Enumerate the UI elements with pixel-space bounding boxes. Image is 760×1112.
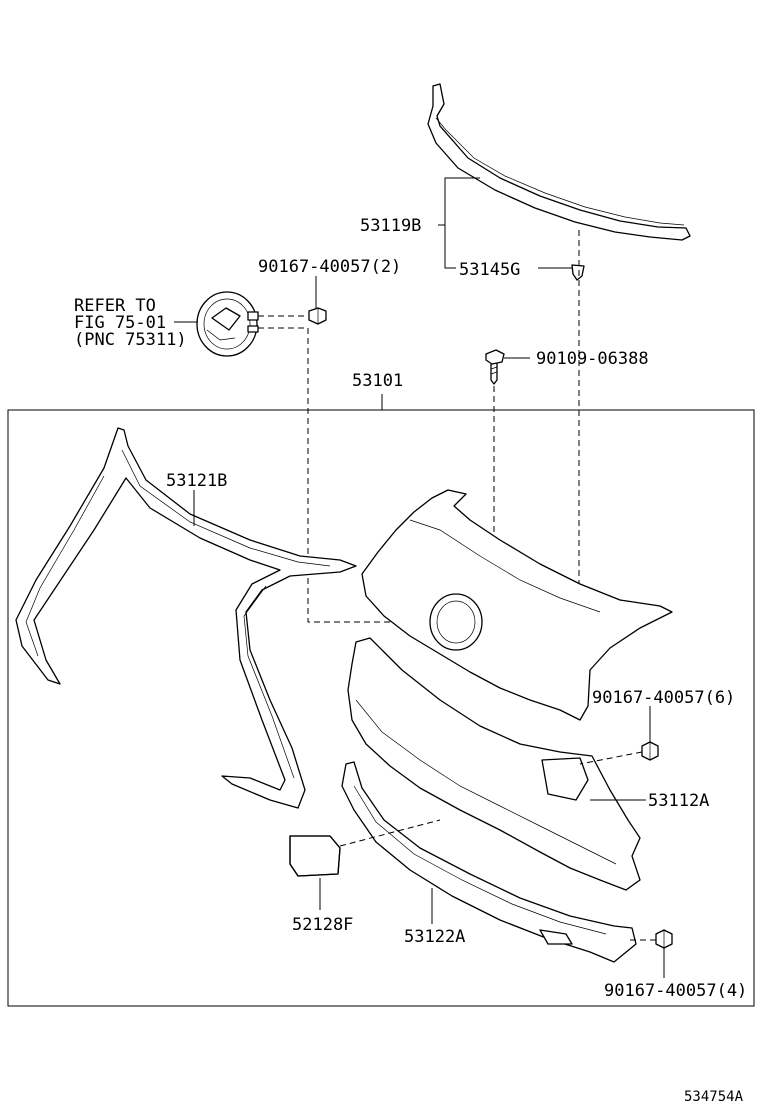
- leader-53119b: [438, 177, 480, 226]
- label-refer-line3: (PNC 75311): [74, 330, 187, 350]
- upper-molding-part: [427, 83, 691, 241]
- label-53145g: 53145G: [459, 260, 520, 280]
- label-refer-line1: REFER TO: [74, 296, 156, 316]
- label-53122a: 53122A: [404, 927, 465, 947]
- label-53112a: 53112A: [648, 791, 709, 811]
- side-molding-part: [15, 427, 357, 809]
- nut-part-4: [655, 929, 673, 949]
- clip-part: [571, 264, 585, 281]
- bolt-part: [485, 349, 505, 385]
- lower-molding-part: [341, 761, 637, 963]
- label-52128f: 52128F: [292, 915, 353, 935]
- nut-part-6: [641, 741, 659, 761]
- label-90167-6: 90167-40057(6): [592, 688, 735, 708]
- label-90167-4: 90167-40057(4): [604, 981, 747, 1001]
- label-90109: 90109-06388: [536, 349, 649, 369]
- insert-part: [289, 835, 341, 877]
- lower-grille-part: [347, 637, 641, 891]
- insert-dash: [339, 819, 441, 847]
- leader-53145g: [444, 225, 456, 269]
- assembly-frame: [7, 409, 755, 1007]
- label-53101: 53101: [352, 371, 403, 391]
- label-90167-2: 90167-40057(2): [258, 257, 401, 277]
- emblem-part: [196, 291, 259, 357]
- nut-part-2: [308, 307, 327, 325]
- label-53121b: 53121B: [166, 471, 227, 491]
- label-53119b: 53119B: [360, 216, 421, 236]
- label-refer-line2: FIG 75-01: [74, 313, 166, 333]
- upper-grille-part: [361, 489, 673, 721]
- figure-id: 534754A: [684, 1089, 744, 1105]
